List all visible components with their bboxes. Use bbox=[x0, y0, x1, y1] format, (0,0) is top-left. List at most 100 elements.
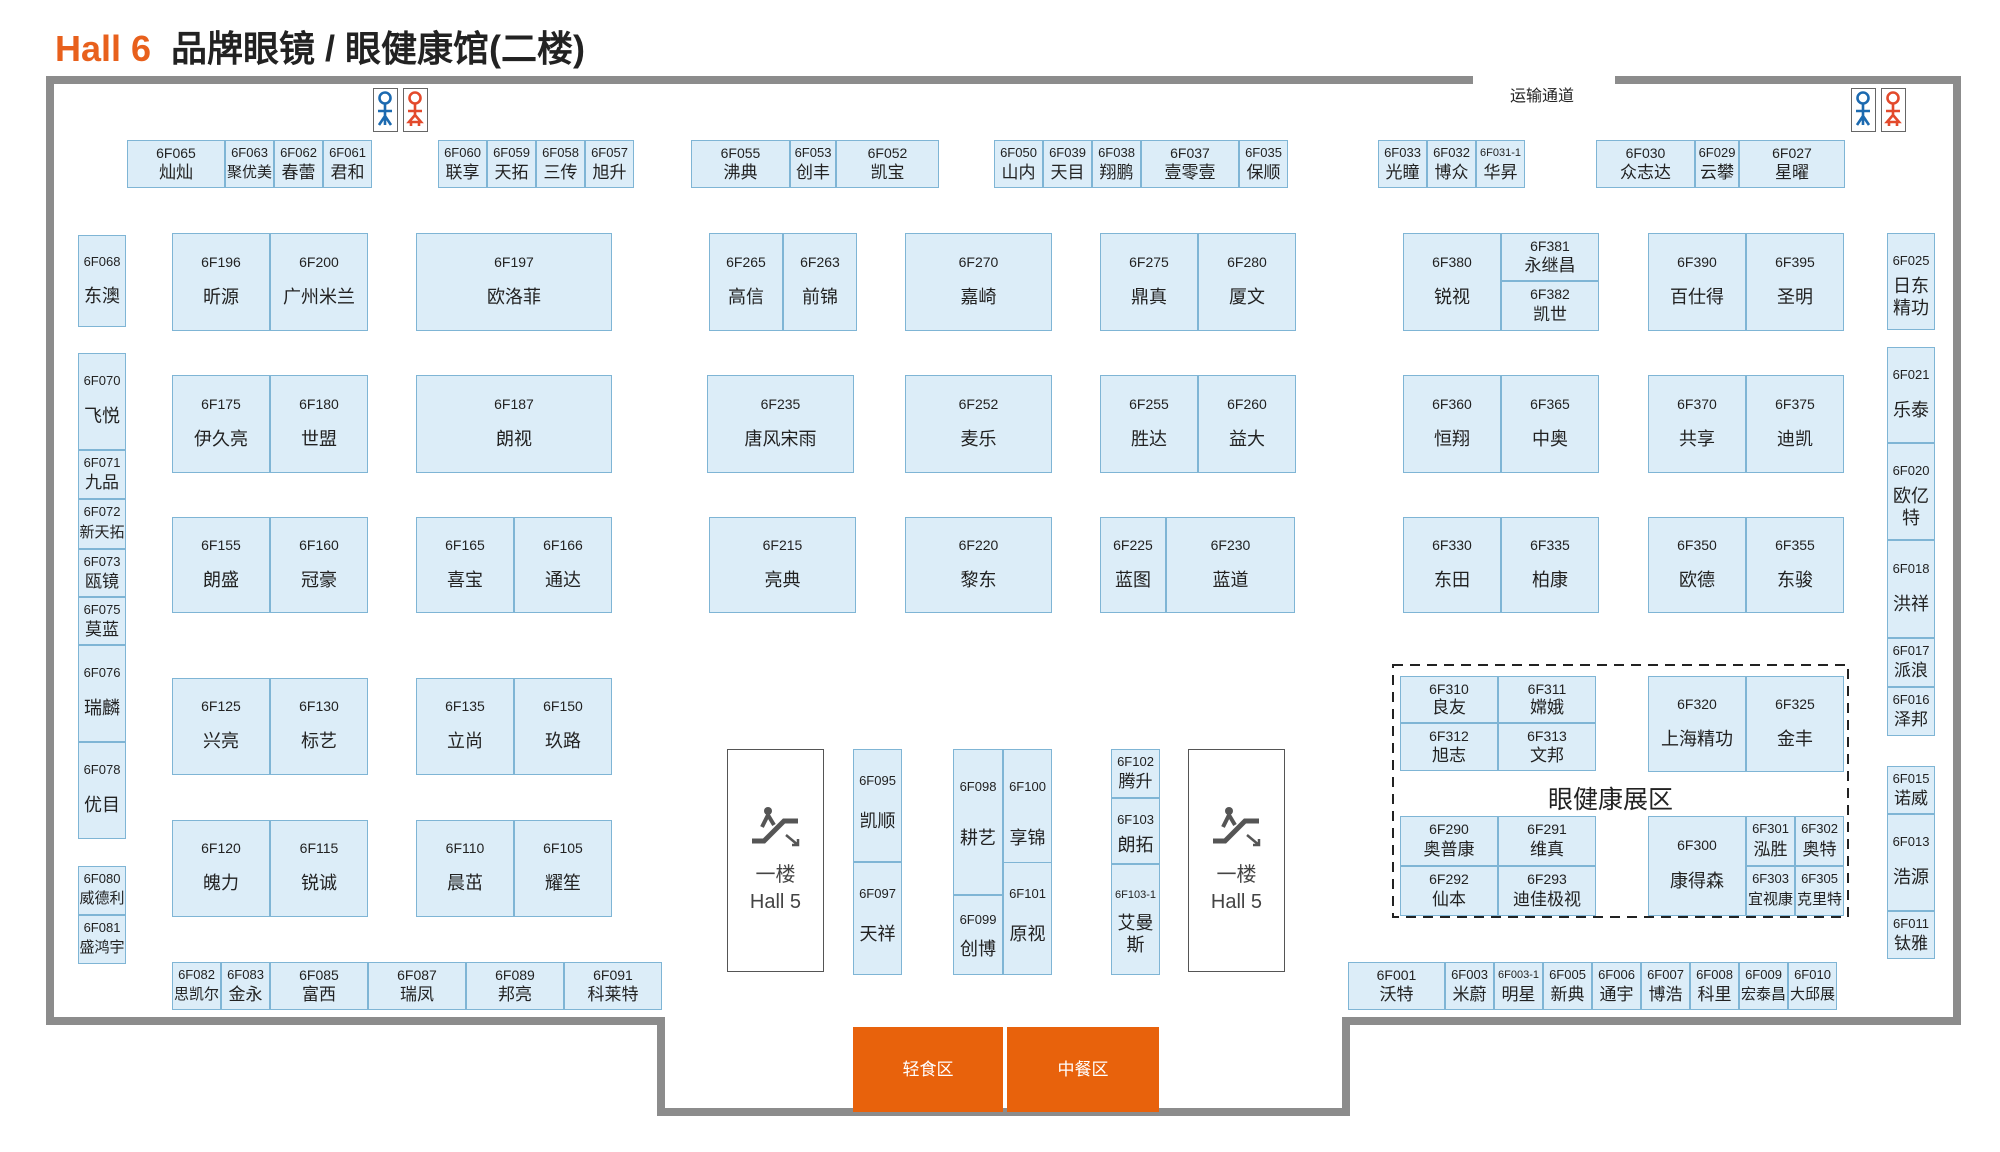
light-food-area[interactable]: 轻食区 bbox=[853, 1027, 1003, 1112]
chinese-restaurant-area[interactable]: 中餐区 bbox=[1007, 1027, 1159, 1112]
escalator-to-hall-5[interactable]: 一楼 Hall 5 bbox=[727, 749, 824, 972]
escalator-to-hall-5[interactable]: 一楼 Hall 5 bbox=[1188, 749, 1285, 972]
